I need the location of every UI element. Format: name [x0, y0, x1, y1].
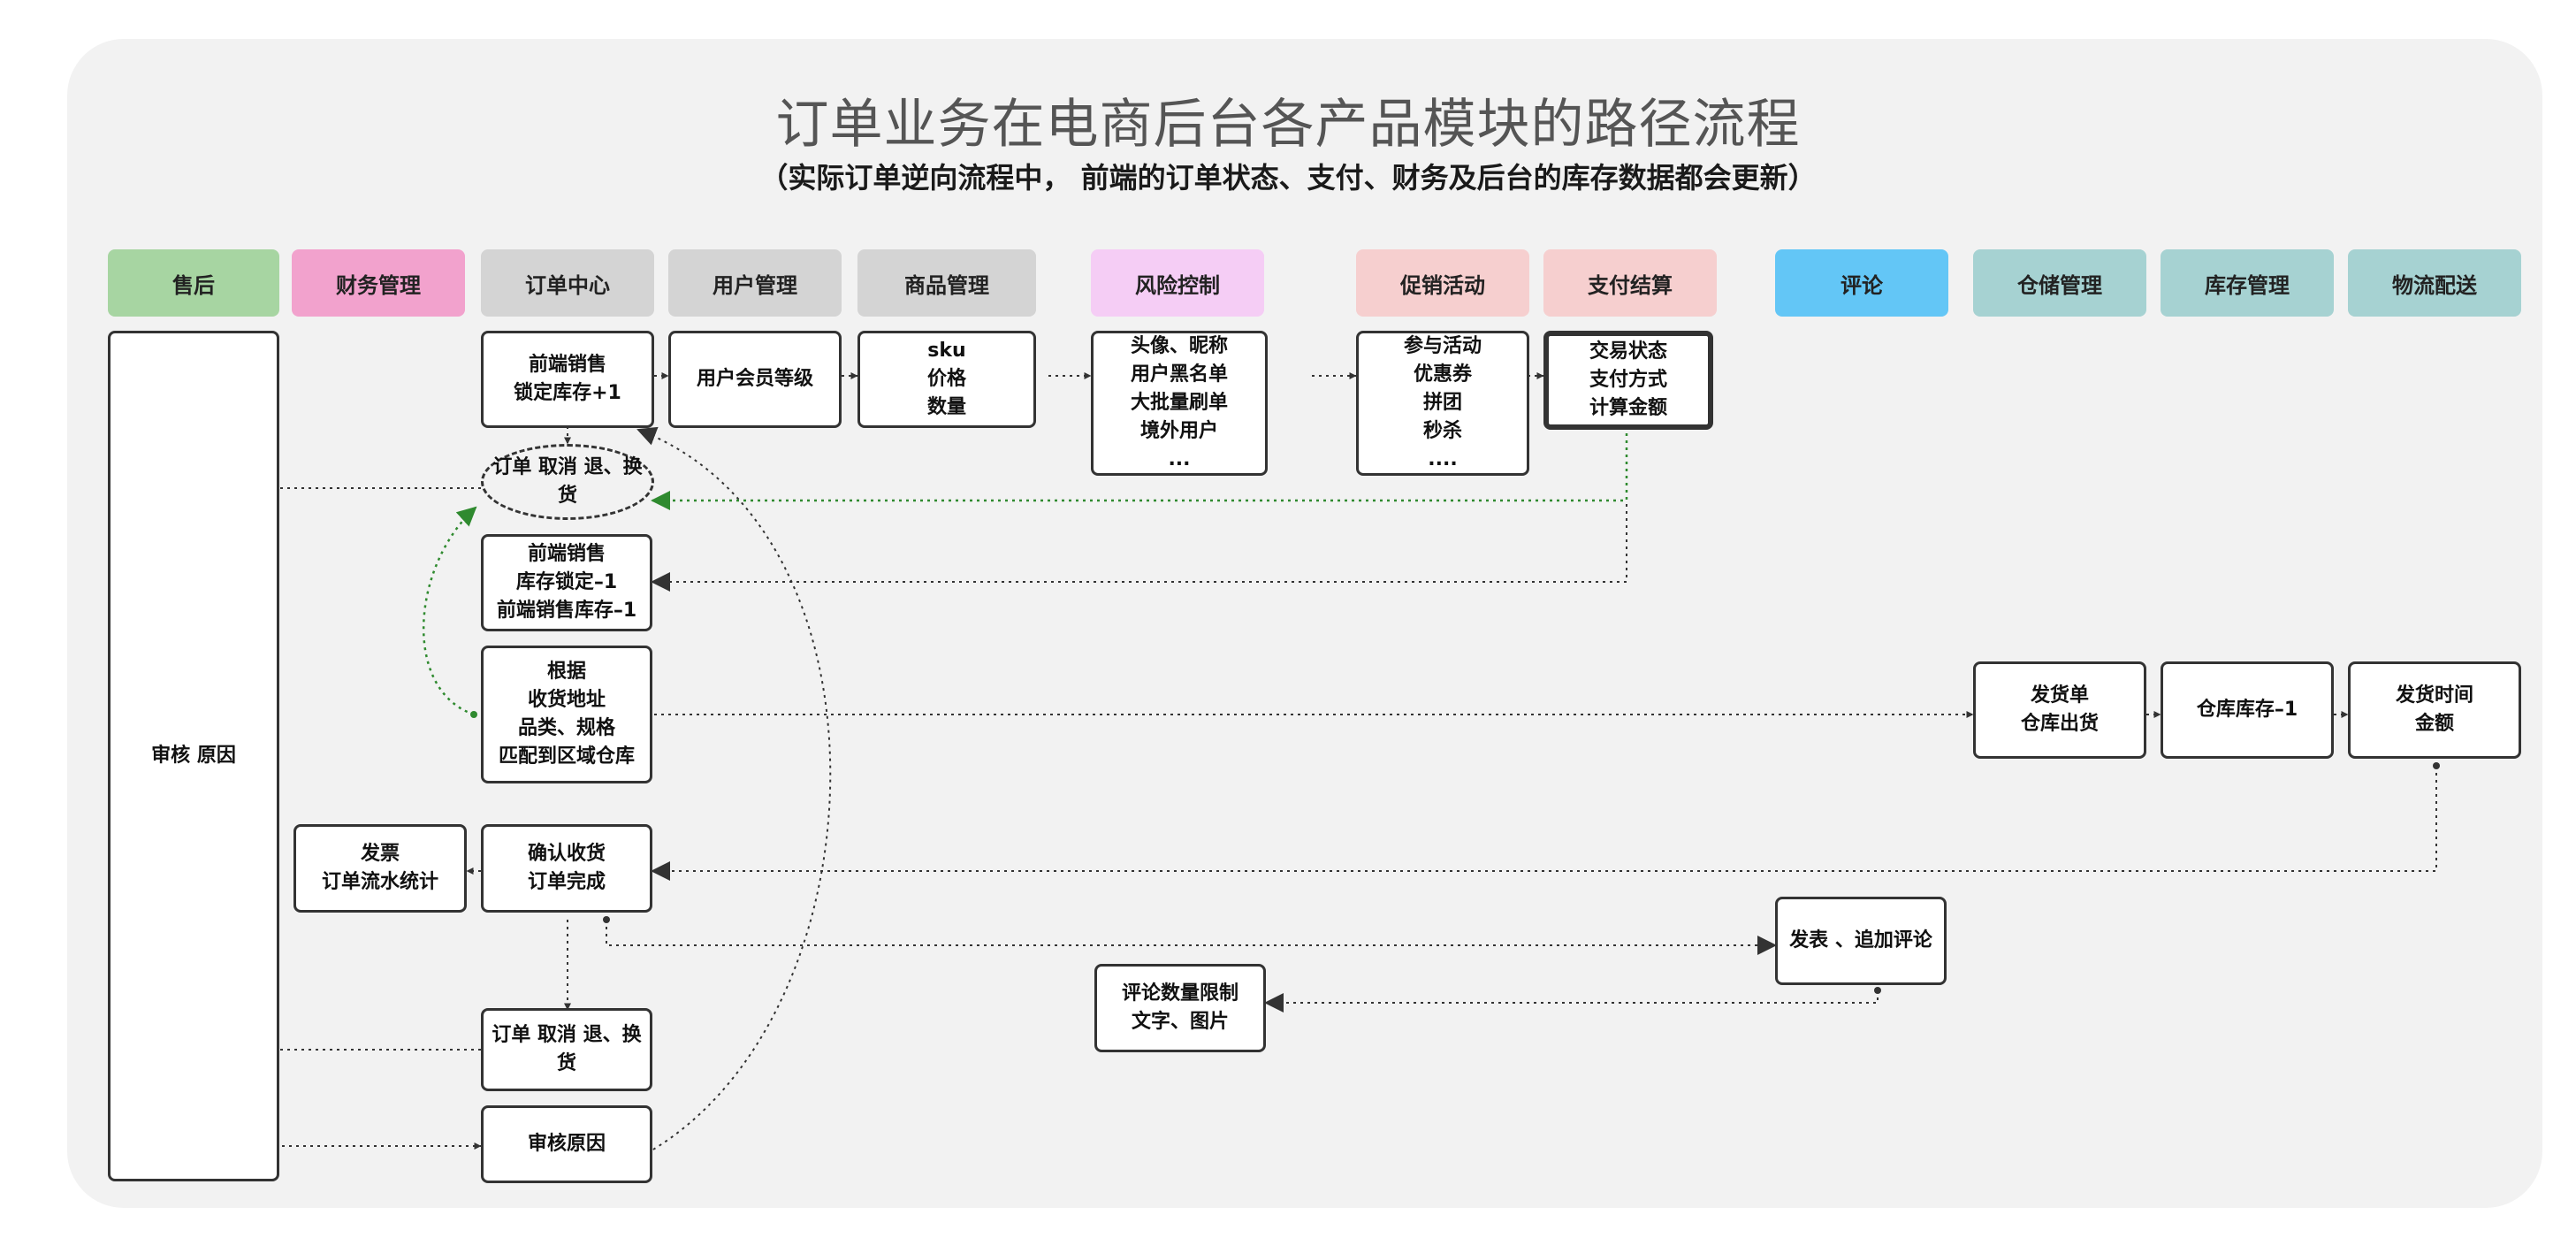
- node-text-line: 发货时间: [2395, 684, 2473, 707]
- lane-header-warehouse-management: 仓储管理: [1973, 249, 2146, 317]
- node-text-line: 仓库库存–1: [2196, 699, 2298, 721]
- node-text-line: 货: [557, 485, 577, 507]
- node-promotions: 参与活动优惠券拼团秒杀....: [1356, 331, 1529, 476]
- lane-header-user-management: 用户管理: [668, 249, 842, 317]
- lane-header-after-sales: 售后: [108, 249, 279, 317]
- node-text-line: 订单 取消 退、换: [492, 456, 643, 478]
- node-text-line: 数量: [926, 396, 966, 418]
- node-invoice: 发票订单流水统计: [293, 824, 467, 913]
- node-text-line: 发货单: [2030, 684, 2089, 707]
- node-text-line: 品类、规格: [517, 717, 615, 739]
- node-text-line: 文字、图片: [1131, 1011, 1229, 1033]
- lane-header-product-management: 商品管理: [857, 249, 1036, 317]
- node-text-line: 大批量刷单: [1130, 392, 1228, 414]
- node-text-line: 仓库出货: [2020, 713, 2099, 735]
- node-text-line: sku: [927, 340, 966, 362]
- node-text-line: 订单 取消 退、换: [492, 1024, 642, 1046]
- diagram-title: 订单业务在电商后台各产品模块的路径流程: [775, 94, 1801, 156]
- node-text-line: 货: [556, 1052, 576, 1074]
- node-presale-lock-plus: 前端销售锁定库存+1: [481, 331, 654, 428]
- lane-header-inventory-management: 库存管理: [2161, 249, 2334, 317]
- node-text-line: 评论数量限制: [1121, 982, 1238, 1005]
- node-text-line: 金额: [2414, 713, 2454, 735]
- node-text-line: 库存锁定–1: [515, 571, 618, 593]
- node-text-line: 计算金额: [1589, 397, 1667, 419]
- node-text-line: 订单流水统计: [321, 871, 438, 893]
- node-text-line: 收货地址: [527, 689, 606, 711]
- node-post-review: 发表 、追加评论: [1775, 897, 1947, 985]
- lane-header-finance: 财务管理: [292, 249, 465, 317]
- lane-header-logistics: 物流配送: [2348, 249, 2521, 317]
- node-text-line: 优惠券: [1413, 363, 1472, 386]
- node-text-line: 价格: [926, 368, 966, 390]
- node-text-line: 前端销售: [527, 543, 606, 565]
- node-ship-order: 发货单仓库出货: [1973, 661, 2146, 759]
- node-member-level: 用户会员等级: [668, 331, 842, 428]
- node-risk-checks: 头像、昵称用户黑名单大批量刷单境外用户...: [1091, 331, 1268, 476]
- node-text-line: 发票: [360, 843, 400, 865]
- node-text-line: 境外用户: [1139, 420, 1218, 442]
- lane-header-payment-settlement: 支付结算: [1543, 249, 1717, 317]
- node-warehouse-stock-minus: 仓库库存–1: [2161, 661, 2334, 759]
- node-order-cancel-bottom: 订单 取消 退、换货: [481, 1008, 652, 1091]
- node-review-reason: 审核原因: [481, 1105, 652, 1183]
- node-text-line: 参与活动: [1403, 335, 1482, 357]
- node-warehouse-match: 根据收货地址品类、规格匹配到区域仓库: [481, 646, 652, 783]
- node-order-cancel-top: 订单 取消 退、换货: [481, 444, 654, 520]
- node-text-line: 匹配到区域仓库: [498, 745, 635, 768]
- node-text-line: 拼团: [1422, 392, 1462, 414]
- node-text-line: 审核原因: [527, 1133, 606, 1155]
- node-product-info: sku 价格数量: [857, 331, 1036, 428]
- diagram-subtitle: （实际订单逆向流程中， 前端的订单状态、支付、财务及后台的库存数据都会更新）: [759, 161, 1817, 195]
- node-text-line: 前端销售: [528, 354, 606, 376]
- diagram-background: [67, 39, 2542, 1208]
- node-text-line: 头像、昵称: [1130, 335, 1228, 357]
- node-text-line: ....: [1428, 448, 1458, 470]
- node-text-line: ...: [1168, 448, 1191, 470]
- lane-header-promotions: 促销活动: [1356, 249, 1529, 317]
- node-payment: 交易状态支付方式计算金额: [1543, 331, 1713, 430]
- node-text-line: 前端销售库存–1: [496, 600, 637, 622]
- node-text-line: 锁定库存+1: [514, 382, 621, 404]
- lane-header-order-center: 订单中心: [481, 249, 654, 317]
- node-text-line: 用户黑名单: [1130, 363, 1228, 386]
- lane-header-risk-control: 风险控制: [1091, 249, 1264, 317]
- node-ship-time: 发货时间金额: [2348, 661, 2521, 759]
- lane-header-reviews: 评论: [1775, 249, 1948, 317]
- node-text-line: 审核 原因: [151, 745, 236, 767]
- node-text-line: 发表 、追加评论: [1789, 929, 1932, 951]
- node-aftersale-review: 审核 原因: [108, 331, 279, 1181]
- node-text-line: 交易状态: [1589, 340, 1667, 363]
- node-presale-lock-minus: 前端销售库存锁定–1 前端销售库存–1: [481, 534, 652, 631]
- node-text-line: 订单完成: [527, 871, 606, 893]
- node-text-line: 根据: [546, 661, 586, 683]
- node-text-line: 用户会员等级: [696, 368, 813, 390]
- node-text-line: 确认收货: [527, 843, 606, 865]
- node-text-line: 秒杀: [1422, 420, 1462, 442]
- node-text-line: 支付方式: [1589, 369, 1667, 391]
- node-confirm-receipt: 确认收货订单完成: [481, 824, 652, 913]
- node-review-limits: 评论数量限制文字、图片: [1094, 964, 1266, 1052]
